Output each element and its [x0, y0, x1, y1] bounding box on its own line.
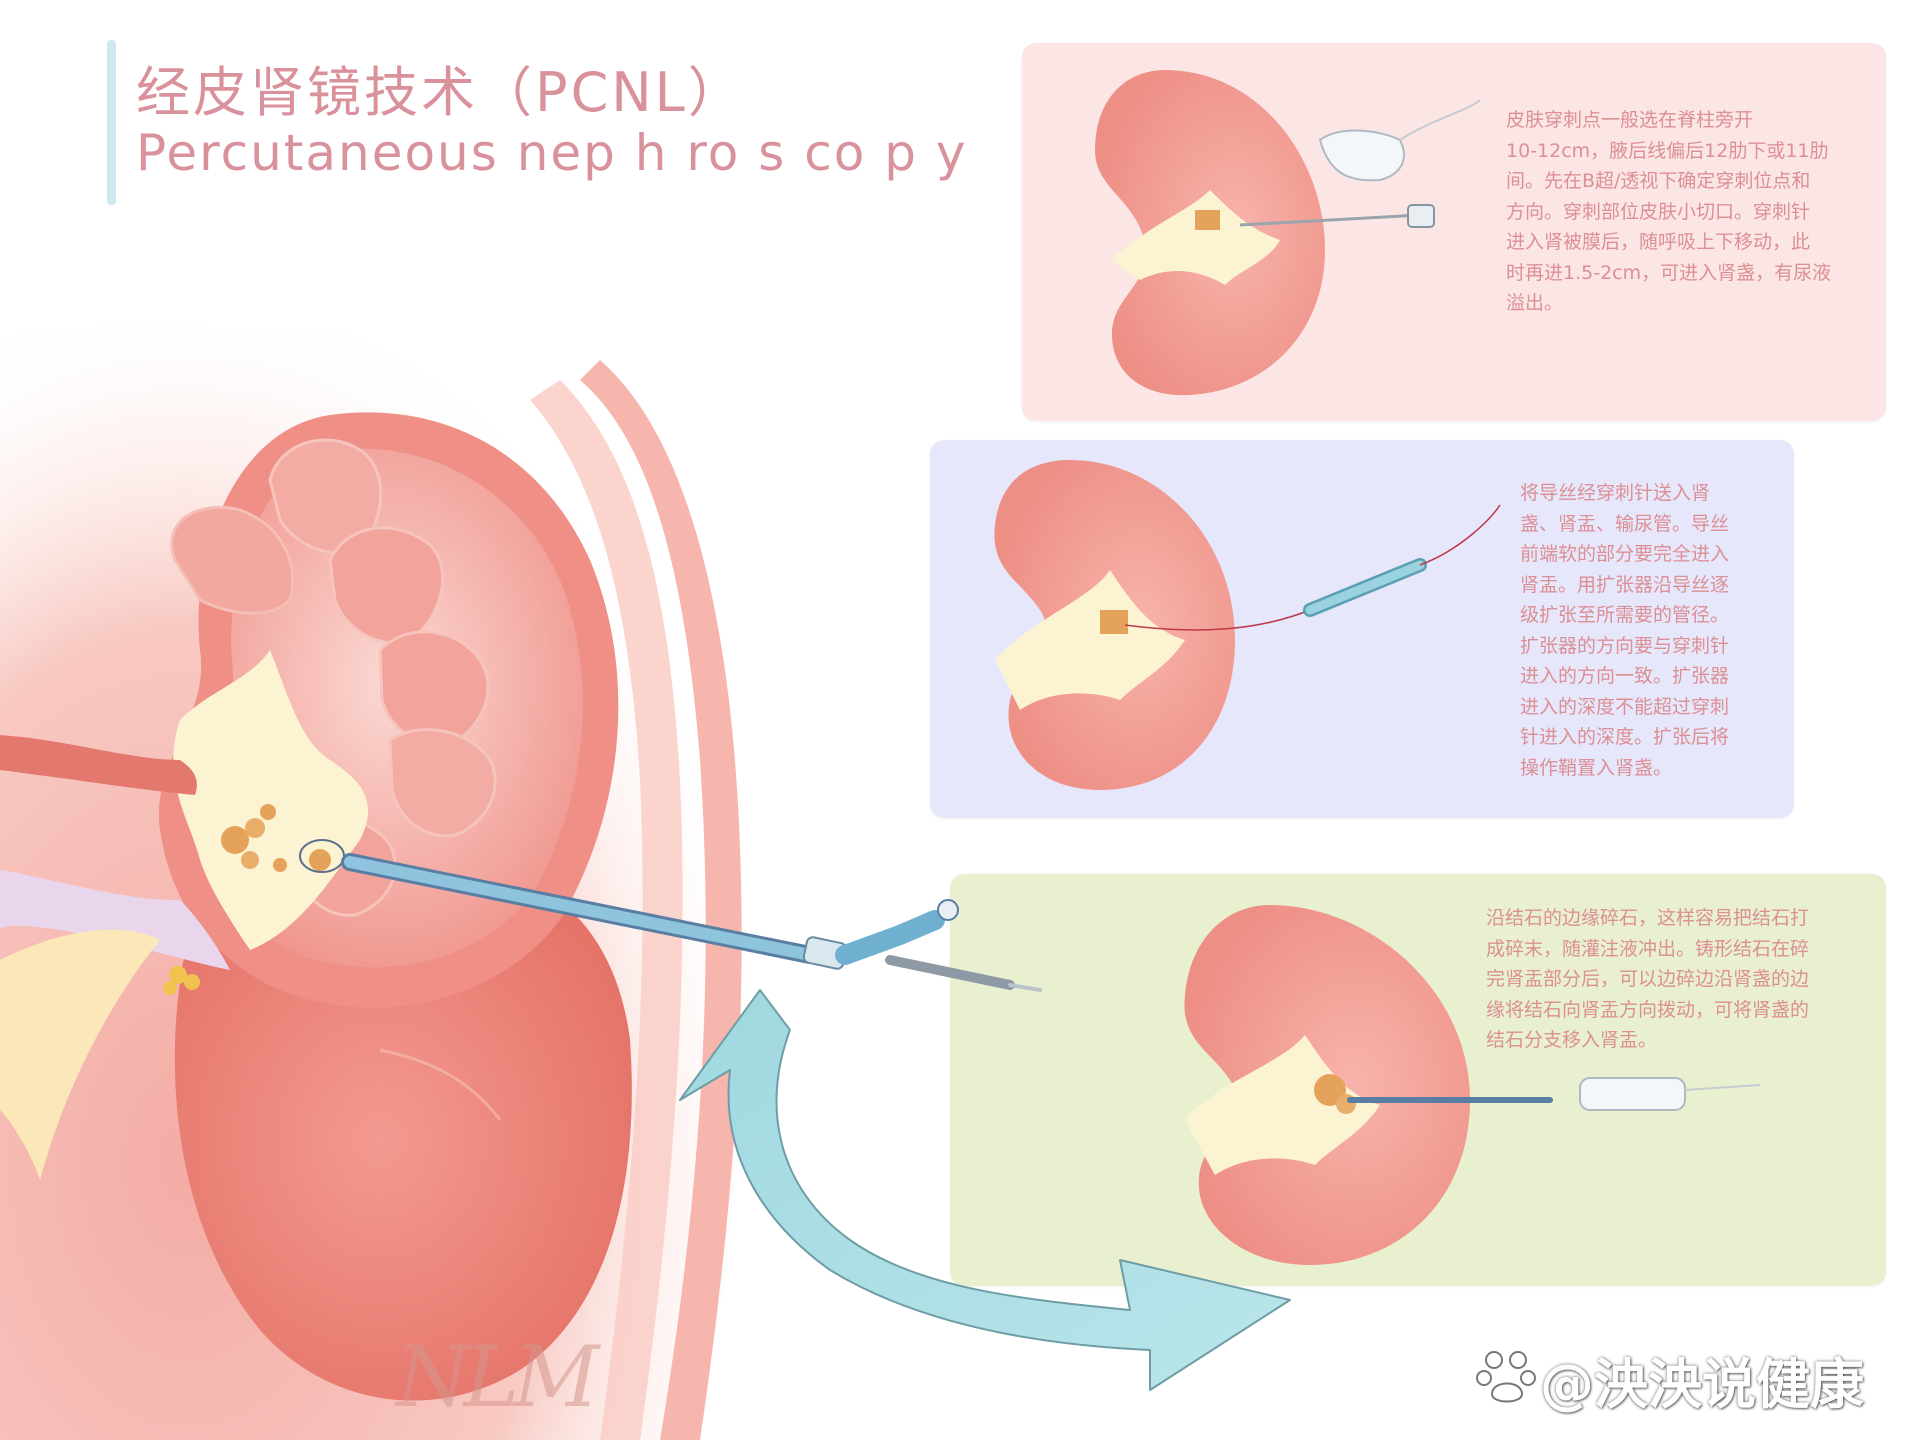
- lower-kidney-mass: [174, 880, 632, 1401]
- panel-2-kidney: [994, 460, 1501, 790]
- panel-1-kidney: [1095, 70, 1481, 396]
- step-3-line: 结石分支移入肾盂。: [1486, 1029, 1658, 1051]
- step-2-line: 盏、肾盂、输尿管。导丝: [1520, 512, 1730, 535]
- panel-3-kidney: [1184, 905, 1761, 1265]
- curved-arrow-icon: [679, 989, 1291, 1391]
- paw-logo-icon: [1476, 1351, 1536, 1403]
- step-1-line: 间。先在B超/透视下确定穿刺位点和: [1506, 170, 1811, 192]
- step-3-description: 沿结石的边缘碎石，这样容易把结石打 成碎末，随灌注液冲出。铸形结石在碎 完肾盂部…: [1486, 903, 1809, 1056]
- step-3-line: 完肾盂部分后，可以边碎边沿肾盏的边: [1486, 968, 1810, 990]
- large-kidney-section: [158, 412, 619, 1008]
- step-1-line: 10-12cm，腋后线偏后12肋下或11肋: [1506, 139, 1829, 162]
- watermark-text: @泱泱说健康: [1540, 1353, 1864, 1416]
- step-2-line: 进入的深度不能超过穿刺: [1520, 695, 1730, 718]
- step-2-line: 扩张器的方向要与穿刺针: [1520, 634, 1730, 657]
- title-accent-bar: [107, 40, 116, 205]
- step-2-line: 针进入的深度。扩张后将: [1520, 726, 1730, 748]
- step-1-line: 皮肤穿刺点一般选在脊柱旁开: [1506, 109, 1754, 131]
- step-1-line: 进入肾被膜后，随呼吸上下移动，此: [1506, 231, 1811, 253]
- artist-signature: NLM: [396, 1328, 599, 1426]
- step-1-line: 时再进1.5-2cm，可进入肾盏，有尿液: [1506, 261, 1832, 284]
- step-3-line: 缘将结石向肾盂方向拨动，可将肾盏的: [1486, 998, 1810, 1021]
- step-2-line: 将导丝经穿刺针送入肾: [1520, 482, 1711, 504]
- step-2-description: 将导丝经穿刺针送入肾 盏、肾盂、输尿管。导丝 前端软的部分要完全进入 肾盂。用扩…: [1520, 478, 1729, 783]
- step-2-line: 操作鞘置入肾盏。: [1520, 756, 1673, 779]
- nephroscope: [341, 853, 1042, 992]
- step-2-line: 肾盂。用扩张器沿导丝逐: [1520, 573, 1730, 596]
- step-1-description: 皮肤穿刺点一般选在脊柱旁开 10-12cm，腋后线偏后12肋下或11肋 间。先在…: [1506, 105, 1831, 319]
- step-2-line: 前端软的部分要完全进入: [1520, 543, 1730, 565]
- page-title: 经皮肾镜技术（PCNL）: [136, 61, 745, 124]
- step-2-line: 进入的方向一致。扩张器: [1520, 665, 1730, 687]
- step-3-line: 成碎末，随灌注液冲出。铸形结石在碎: [1486, 937, 1810, 960]
- page-subtitle: Percutaneous nep h ro s co p y: [136, 124, 968, 182]
- step-1-line: 溢出。: [1506, 292, 1564, 314]
- step-2-line: 级扩张至所需要的管径。: [1520, 604, 1730, 626]
- ureter-and-vessels: [0, 735, 230, 1180]
- step-1-line: 方向。穿刺部位皮肤小切口。穿刺针: [1506, 200, 1811, 223]
- step-3-line: 沿结石的边缘碎石，这样容易把结石打: [1486, 907, 1810, 929]
- kidney-stones: [221, 804, 345, 873]
